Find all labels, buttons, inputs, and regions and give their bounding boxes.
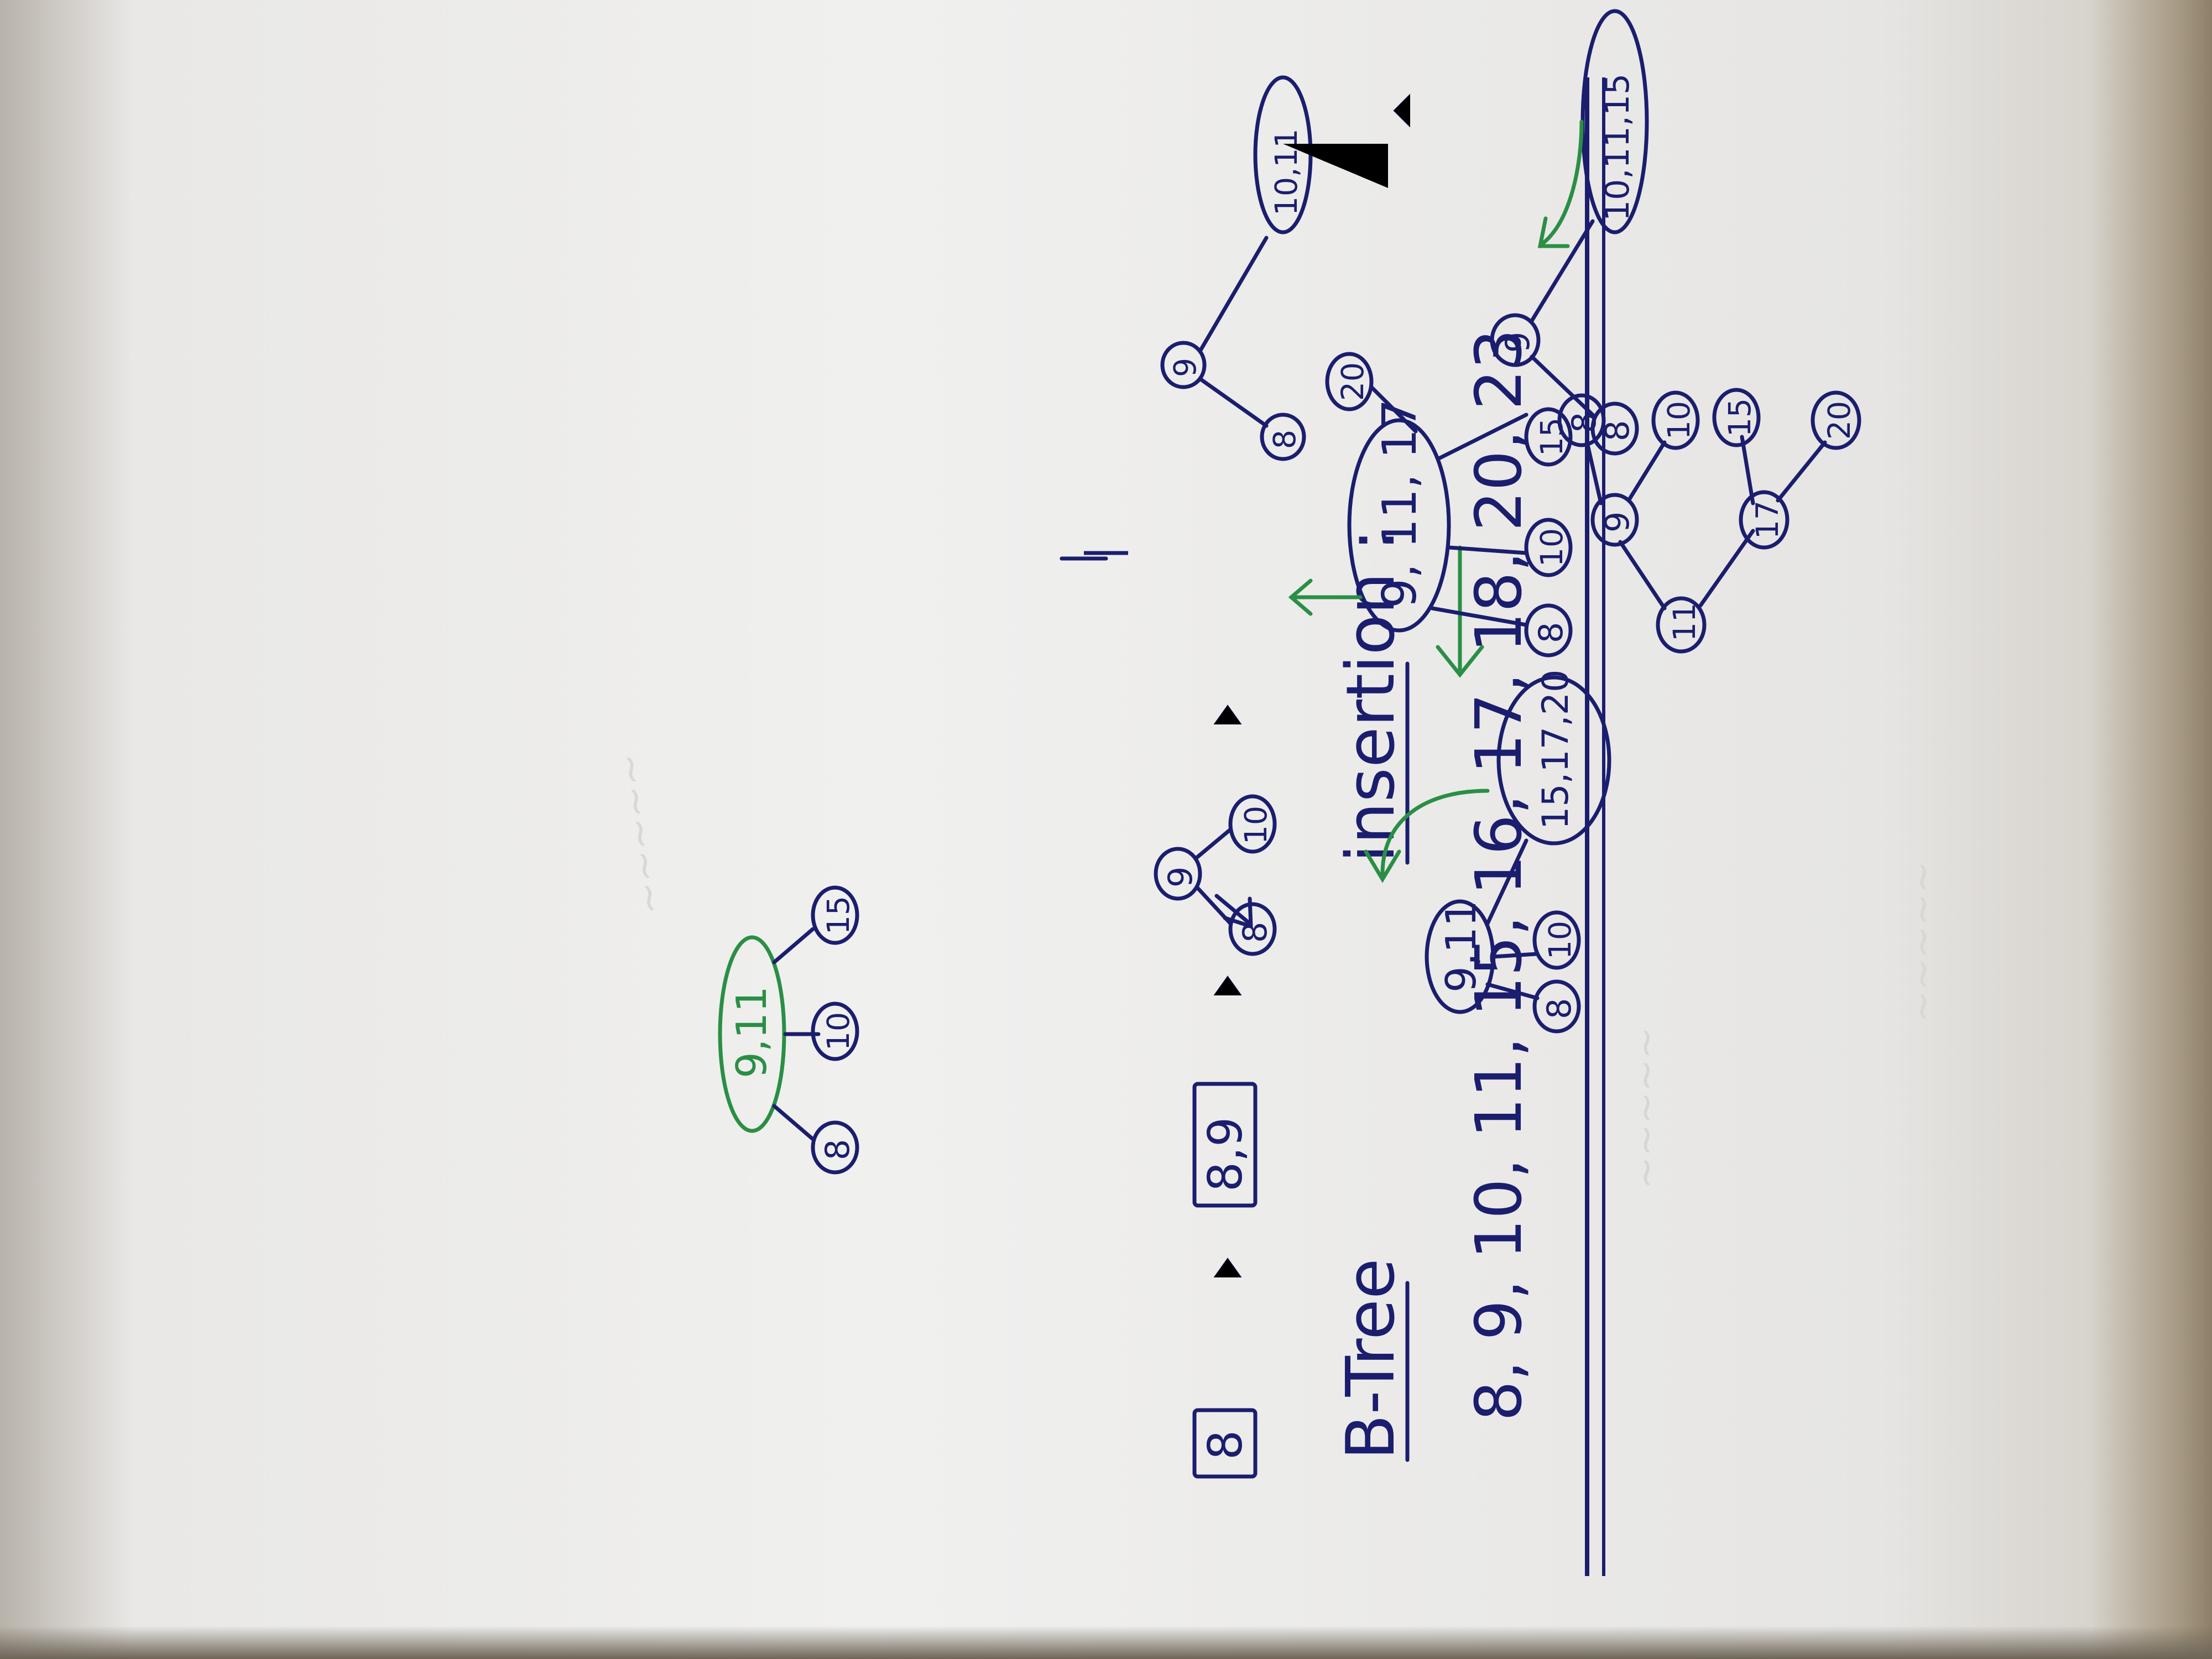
node-10-11: 10,11 — [1269, 129, 1304, 216]
node-17: 17 — [1750, 500, 1785, 539]
page-subtitle: insertion : — [1333, 529, 1410, 863]
node-15-17-20: 15,17,20 — [1535, 670, 1577, 830]
svg-text:~~~~~: ~~~~~ — [1623, 1027, 1668, 1189]
node-9: 9 — [1161, 867, 1200, 888]
node-20: 20 — [1335, 362, 1370, 401]
page-edge-shadow — [0, 1626, 2212, 1659]
node-9: 9 — [1499, 332, 1537, 353]
step-8: 9, 11, 17 8 10 15 20 — [1325, 352, 1573, 658]
step-3: 9 8 10 — [1154, 794, 1277, 956]
node-8: 8 — [1565, 412, 1604, 433]
step-6: 9,11 8 10 15 — [727, 885, 859, 1175]
step-7-promotion-arrow — [1364, 789, 1490, 883]
node-10-11-15: 10,11,15 — [1598, 74, 1637, 221]
svg-text:~~~~~: ~~~~~ — [606, 750, 673, 917]
node-9-11: 9,11 — [727, 986, 776, 1078]
step-1: 8 — [1192, 1408, 1258, 1479]
node-8: 8 — [1198, 1430, 1253, 1460]
node-9-11-17: 9, 11, 17 — [1373, 399, 1427, 608]
arrow-2-head — [1213, 975, 1242, 996]
node-9: 9 — [1598, 512, 1637, 533]
page-title: B-Tree — [1333, 1258, 1410, 1460]
arrow-1-head — [1213, 1258, 1242, 1278]
node-8: 8 — [1532, 622, 1571, 643]
node-10: 10 — [1534, 528, 1569, 567]
node-10: 10 — [821, 1012, 856, 1051]
page-binding-shadow — [2090, 0, 2212, 1659]
arrow-5 — [1436, 545, 1484, 678]
node-8: 8 — [1267, 430, 1302, 449]
arrow-3-head — [1213, 705, 1242, 725]
node-8: 8 — [1540, 998, 1579, 1019]
arrow-9 — [1078, 553, 1100, 570]
insertion-sequence: 8, 9, 10, 11, 15, 16, 17, 18, 20, 23 — [1462, 329, 1536, 1421]
step-9: 11 9 17 8 10 15 20 — [1557, 388, 1861, 654]
node-8: 8 — [818, 1139, 857, 1160]
node-9-11: 9,11 — [1437, 900, 1485, 993]
node-15: 15 — [821, 896, 856, 935]
node-10: 10 — [1238, 806, 1274, 844]
step-2: 8,9 — [1192, 1082, 1258, 1208]
node-20: 20 — [1822, 401, 1857, 440]
node-10: 10 — [1542, 921, 1578, 959]
step-4: 9 8 10,11 — [1160, 75, 1313, 461]
step-7: 9,11 8 10 15,17,20 — [1425, 670, 1611, 1034]
node-15: 15 — [1722, 398, 1757, 437]
node-10: 10 — [1661, 401, 1697, 440]
node-11: 11 — [1667, 603, 1702, 641]
step-8-promotion-arrow — [1288, 578, 1363, 616]
step-5: 9 8 10,11,15 — [1490, 9, 1649, 456]
svg-text:~~~~~: ~~~~~ — [1900, 861, 1945, 1023]
arrow-6 — [1214, 894, 1253, 928]
node-8-9: 8,9 — [1198, 1117, 1253, 1192]
node-9: 9 — [1167, 358, 1203, 377]
arrow-4-head — [1393, 93, 1411, 128]
step-5-promotion-arrow — [1537, 119, 1584, 248]
